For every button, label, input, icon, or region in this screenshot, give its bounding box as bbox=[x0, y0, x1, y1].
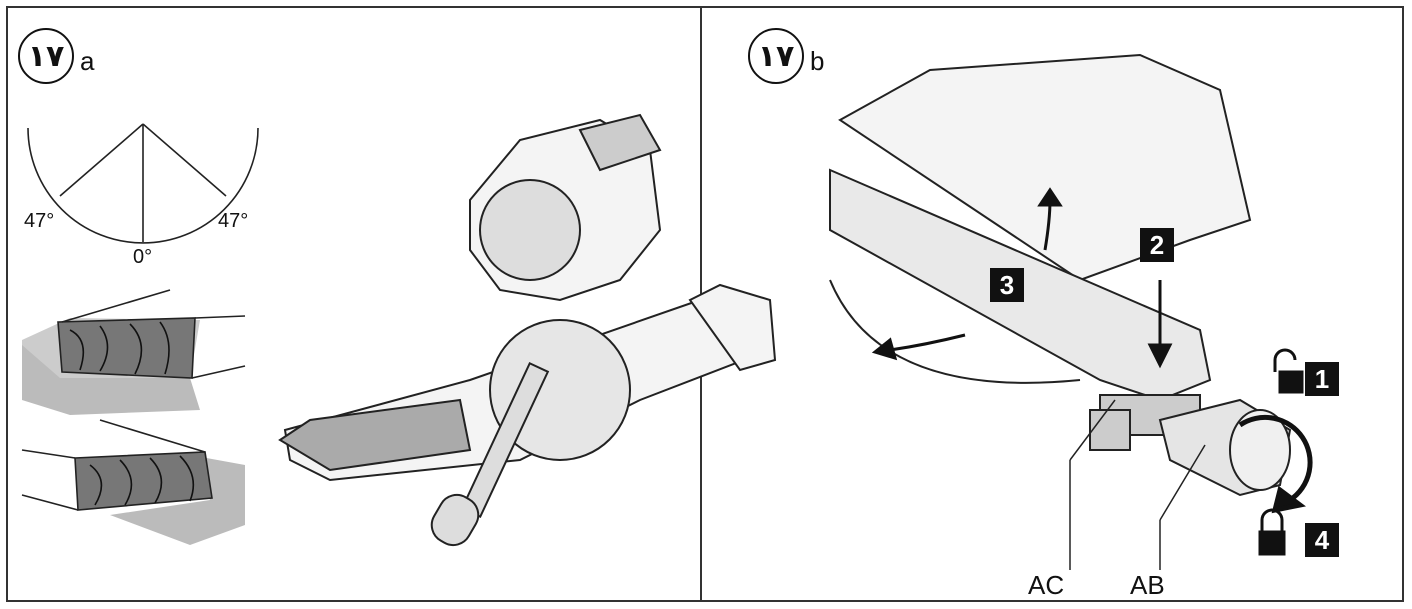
bevel-angle-diagram bbox=[27, 123, 259, 244]
step-3-marker: 3 bbox=[990, 268, 1024, 302]
unlock-icon bbox=[1273, 348, 1304, 394]
step-1-marker: 1 bbox=[1305, 362, 1339, 396]
figure-badge-b: ١٧ bbox=[748, 28, 804, 84]
workpiece-bevel-left bbox=[22, 289, 246, 415]
part-label-ab: AB bbox=[1130, 570, 1165, 600]
panel-letter-b: b bbox=[810, 46, 825, 76]
slide-lock-illustration bbox=[829, 53, 1292, 497]
direction-arrows bbox=[871, 187, 1173, 369]
step-2-marker: 2 bbox=[1140, 228, 1174, 262]
panel-letter-a: a bbox=[80, 46, 95, 76]
lock-icon bbox=[1258, 508, 1286, 556]
miter-saw-illustration bbox=[278, 113, 777, 547]
leader-lines bbox=[1069, 399, 1206, 570]
rotate-arrow-icon bbox=[1238, 414, 1313, 514]
badge-number: ١٧ bbox=[27, 38, 65, 74]
part-label-ac: AC bbox=[1028, 570, 1065, 600]
step-4-marker: 4 bbox=[1305, 523, 1339, 557]
angle-right-label: 47° bbox=[218, 210, 249, 232]
figure-frame bbox=[6, 6, 1404, 602]
workpiece-bevel-right bbox=[21, 419, 245, 545]
angle-center-label: 0° bbox=[133, 246, 153, 268]
badge-number: ١٧ bbox=[757, 38, 795, 74]
angle-left-label: 47° bbox=[24, 210, 55, 232]
figure-badge-a: ١٧ bbox=[18, 28, 74, 84]
